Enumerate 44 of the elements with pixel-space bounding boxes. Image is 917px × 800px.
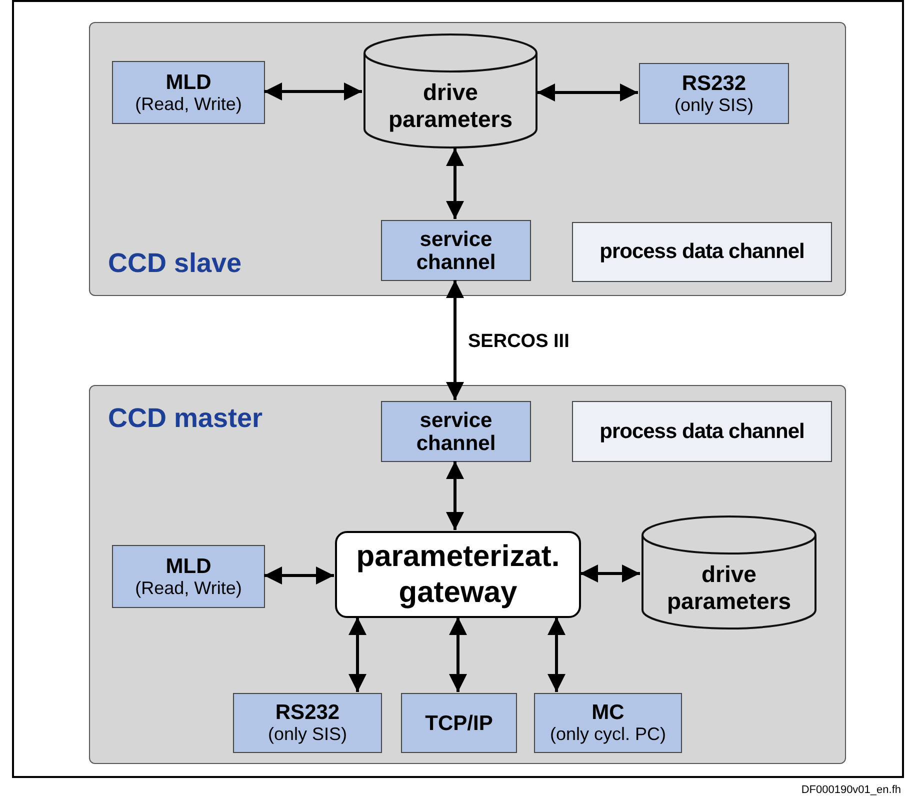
- interface-box: [401, 693, 517, 753]
- node-label: service channel: [415, 408, 497, 454]
- node-label: (Read, Write): [135, 94, 242, 114]
- node-label: (only cycl. PC): [550, 724, 666, 745]
- master-panel: [89, 385, 846, 764]
- double-arrow: [449, 617, 467, 692]
- node-label: parameterizat. gateway: [355, 538, 561, 610]
- node-label: service channel: [415, 228, 497, 274]
- node-label: TCP/IP: [425, 712, 493, 734]
- double-arrow: [446, 280, 464, 400]
- interface-box: [534, 693, 682, 753]
- node-label: process data channel: [600, 418, 804, 445]
- node-label: drive parameters: [666, 560, 792, 614]
- interface-box: [112, 545, 265, 608]
- interface-box: [639, 63, 789, 124]
- double-arrow: [446, 148, 464, 219]
- file-name-note: DF000190v01_en.fh: [801, 783, 901, 798]
- node-label: RS232: [275, 701, 340, 724]
- channel-box: [572, 222, 832, 282]
- channel-box: [381, 401, 531, 462]
- double-arrow: [264, 82, 362, 100]
- node-label: RS232: [682, 72, 746, 94]
- panel-title: CCD slave: [108, 246, 242, 280]
- node-label: MC: [592, 701, 624, 724]
- gateway-box: [335, 531, 581, 618]
- double-arrow: [264, 566, 334, 584]
- node-label: MLD: [166, 70, 212, 94]
- node-label: MLD: [166, 554, 212, 578]
- interface-box: [233, 693, 382, 753]
- double-arrow: [548, 617, 566, 692]
- node-label: (only SIS): [268, 724, 348, 745]
- double-arrow: [348, 617, 366, 692]
- double-arrow: [580, 564, 640, 582]
- double-arrow: [446, 461, 464, 530]
- node-label: drive parameters: [387, 79, 514, 133]
- node-label: process data channel: [600, 239, 804, 266]
- node-label: (Read, Write): [135, 578, 242, 598]
- panel-title: CCD master: [108, 402, 263, 435]
- channel-box: [572, 401, 832, 462]
- node-label: (only SIS): [674, 94, 754, 116]
- interface-box: [112, 61, 265, 124]
- double-arrow: [537, 84, 638, 102]
- slave-panel: [89, 22, 846, 296]
- channel-box: [381, 220, 531, 281]
